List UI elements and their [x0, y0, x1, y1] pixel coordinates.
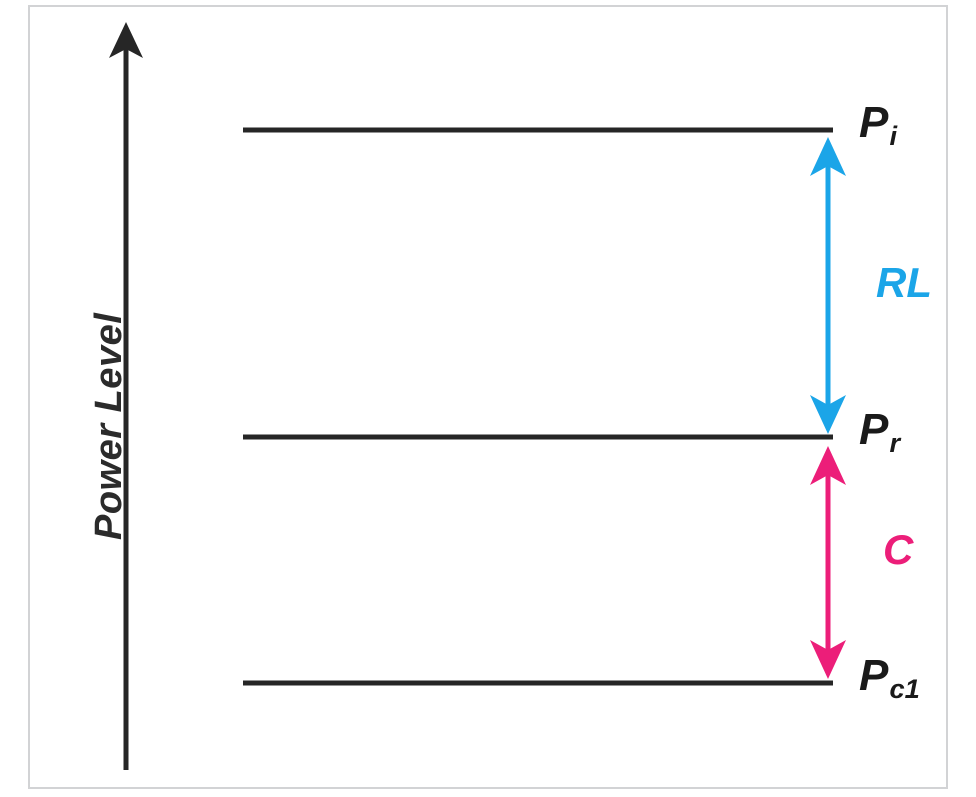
measure-label-c: C	[883, 526, 914, 573]
c-arrow-head-down-icon	[810, 640, 846, 679]
level-label-pr: Pr	[859, 405, 900, 457]
rl-arrow-head-up-icon	[810, 137, 846, 176]
power-level-axis	[109, 22, 143, 770]
level-label-pi: Pi	[859, 98, 897, 150]
level-label-pr-base: P	[859, 405, 889, 454]
level-label-pr-sub: r	[889, 427, 901, 459]
level-label-pc1-base: P	[859, 651, 889, 700]
figure-frame	[28, 5, 948, 789]
c-arrow-head-up-icon	[810, 446, 846, 485]
level-label-pc1: Pc1	[859, 651, 920, 703]
axis-up-arrow-icon	[109, 22, 143, 58]
rl-arrow-head-down-icon	[810, 395, 846, 434]
level-label-pc1-sub: c1	[889, 673, 920, 705]
measure-label-rl: RL	[876, 259, 932, 306]
level-lines	[243, 127, 833, 686]
level-label-pi-sub: i	[889, 120, 898, 152]
axis-title-power-level: Power Level	[88, 312, 130, 540]
measure-arrow-c	[810, 446, 846, 679]
level-label-pi-base: P	[859, 98, 889, 147]
measure-arrow-rl	[810, 137, 846, 434]
